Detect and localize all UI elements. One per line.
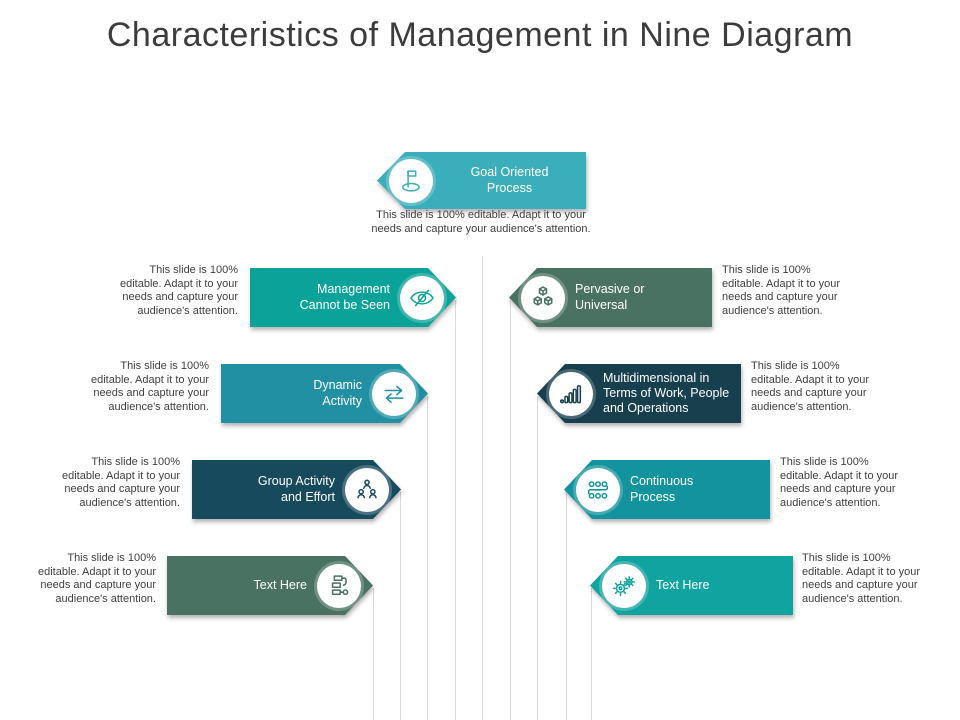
caption-management: This slide is 100% editable. Adapt it to… [119, 264, 238, 317]
cubes-icon [521, 275, 565, 320]
banner-label: Dynamic Activity [313, 378, 362, 408]
flowchart-docs-icon [317, 564, 361, 608]
caption-dynamic: This slide is 100% editable. Adapt it to… [90, 360, 209, 413]
banner-label: Goal Oriented Process [470, 165, 549, 195]
caption-goal-oriented: This slide is 100% editable. Adapt it to… [371, 209, 591, 235]
connector-line [537, 396, 538, 720]
connector-line [455, 300, 456, 720]
banner-label: Continuous Process [630, 474, 694, 504]
banner-label: Text Here [656, 577, 710, 592]
banner-multidimensional: Multidimensional in Terms of Work, Peopl… [537, 364, 741, 423]
connector-line [373, 588, 374, 720]
connector-line [591, 588, 592, 720]
caption-pervasive: This slide is 100% editable. Adapt it to… [722, 264, 841, 317]
banner-management-cannot-be-seen: Management Cannot be Seen [250, 268, 456, 327]
banner-text-here-right: Text Here [590, 556, 793, 615]
bar-chart-icon [549, 371, 593, 416]
banner-continuous-process: Continuous Process [564, 460, 770, 519]
people-group-icon [345, 468, 389, 512]
banner-goal-oriented-process: Goal Oriented Process [377, 152, 586, 209]
caption-continuous: This slide is 100% editable. Adapt it to… [780, 456, 899, 509]
banner-text-here-left: Text Here [167, 556, 373, 615]
gears-icon [602, 563, 646, 608]
banner-dynamic-activity: Dynamic Activity [221, 364, 428, 423]
caption-multidimensional: This slide is 100% editable. Adapt it to… [751, 360, 870, 413]
caption-text-here-right: This slide is 100% editable. Adapt it to… [802, 552, 921, 605]
page-title: Characteristics of Management in Nine Di… [106, 16, 854, 54]
eye-hidden-icon [400, 276, 444, 320]
connector-line [427, 396, 428, 720]
goal-flag-icon [389, 158, 433, 203]
banner-group-activity: Group Activity and Effort [192, 460, 401, 519]
banner-pervasive-or-universal: Pervasive or Universal [509, 268, 712, 327]
connector-line [510, 300, 511, 720]
exchange-arrows-icon [372, 372, 416, 416]
banner-label: Pervasive or Universal [575, 282, 645, 312]
process-flow-icon [576, 467, 620, 512]
banner-label: Management Cannot be Seen [299, 282, 390, 312]
connector-line [566, 492, 567, 720]
banner-label: Group Activity and Effort [257, 474, 335, 504]
banner-label: Text Here [253, 577, 307, 592]
caption-text-here-left: This slide is 100% editable. Adapt it to… [37, 552, 156, 605]
caption-group-activity: This slide is 100% editable. Adapt it to… [61, 456, 180, 509]
connector-line [482, 256, 483, 720]
connector-line [400, 492, 401, 720]
banner-label: Multidimensional in Terms of Work, Peopl… [603, 370, 730, 416]
